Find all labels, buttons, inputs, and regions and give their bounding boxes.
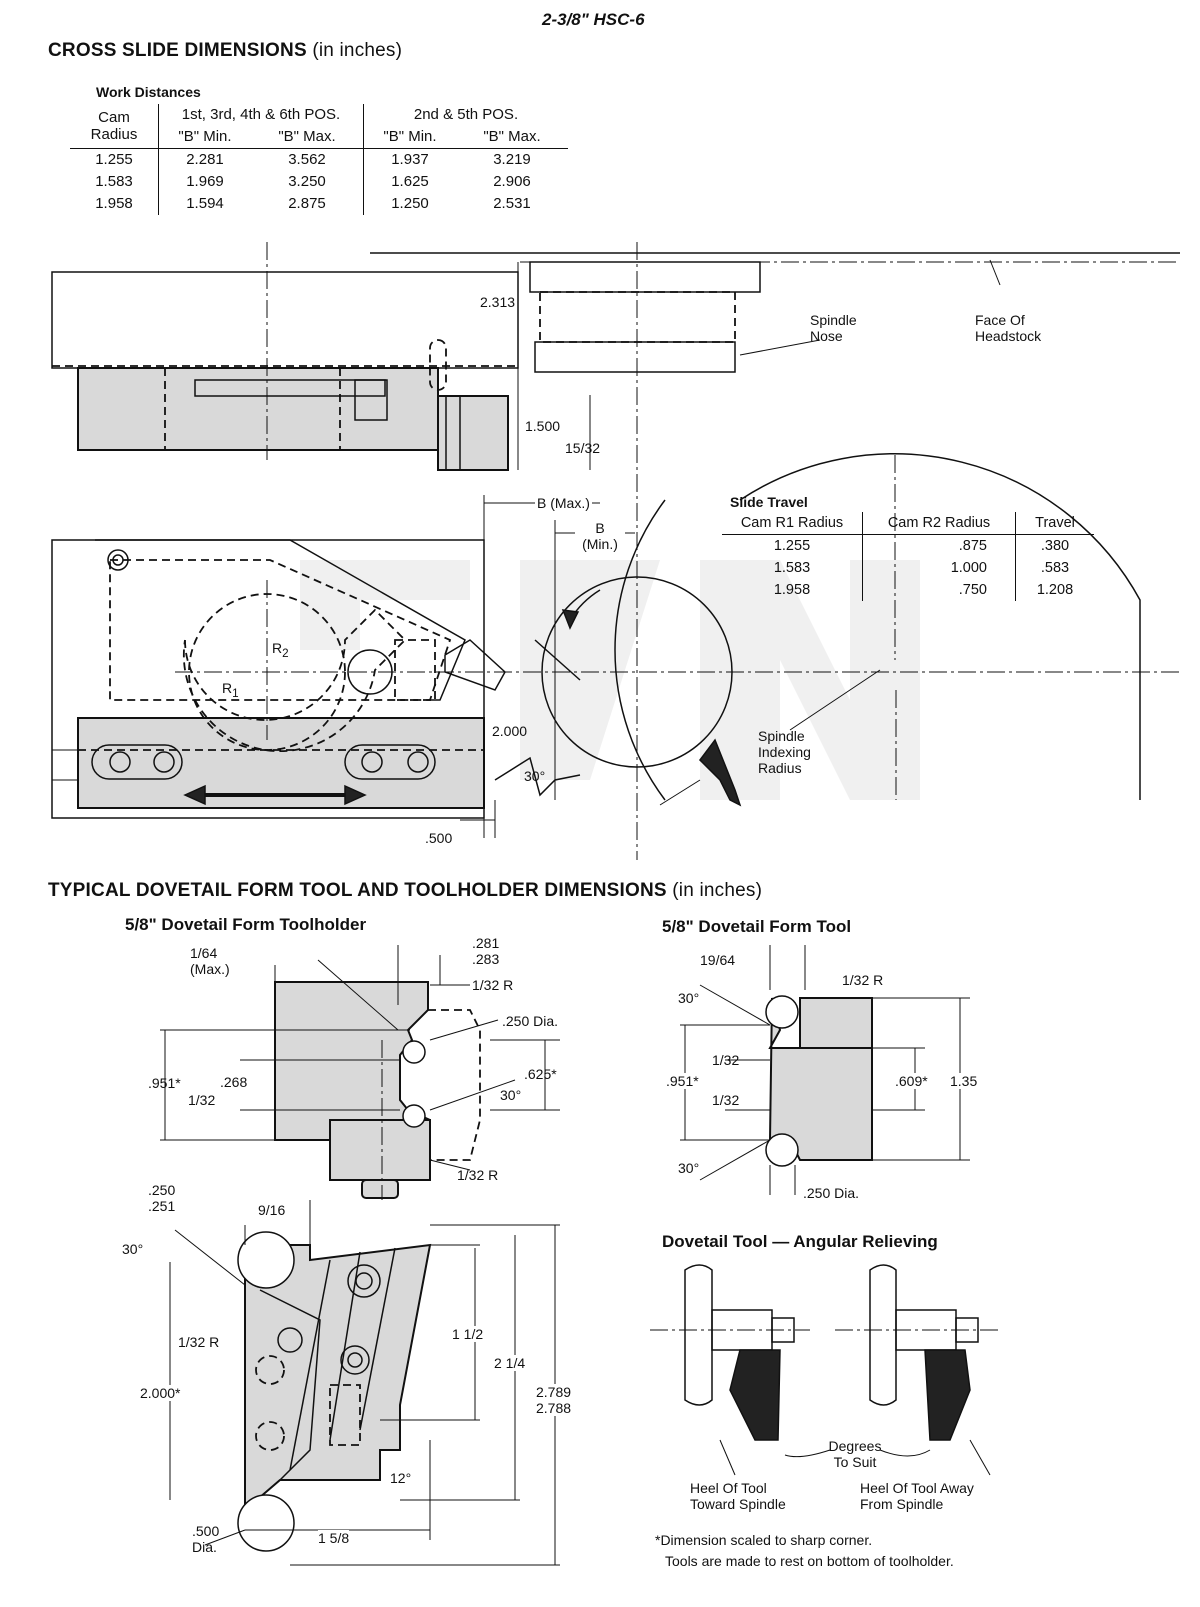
toolholder-title: 5/8" Dovetail Form Toolholder <box>125 915 367 934</box>
form-951-label: .951* <box>666 1073 699 1089</box>
form-1-35-label: 1.35 <box>950 1073 978 1089</box>
form-250-dia-label: .250 Dia. <box>803 1185 860 1201</box>
tool-268-label: .268 <box>220 1074 248 1090</box>
form-1-32-bottom-label: 1/32 <box>712 1092 740 1108</box>
table-row: 1.255 2.281 3.562 1.937 3.219 <box>70 148 568 171</box>
bmax-header: "B" Max. <box>456 126 568 149</box>
page-title: 2-3/8" HSC-6 <box>542 10 645 29</box>
tool-951-label: .951* <box>148 1075 181 1091</box>
angular-relieving-title: Dovetail Tool — Angular Relieving <box>662 1232 938 1251</box>
group2-header: 2nd & 5th POS. <box>363 104 568 126</box>
form-30-deg-bottom-label: 30° <box>678 1160 700 1176</box>
table-row: 1.958 .750 1.208 <box>722 579 1094 601</box>
tool-1-64-label: 1/64(Max.) <box>190 945 230 977</box>
side-2-1-4-label: 2 1/4 <box>494 1355 526 1371</box>
work-distances-title: Work Distances <box>96 84 201 100</box>
dim-500: .500 <box>425 830 453 846</box>
footnote-1: *Dimension scaled to sharp corner. <box>655 1532 873 1548</box>
footnote-2: Tools are made to rest on bottom of tool… <box>665 1553 954 1569</box>
side-9-16-label: 9/16 <box>258 1202 286 1218</box>
table-row: 1.583 1.000 .583 <box>722 557 1094 579</box>
form-609-label: .609* <box>895 1073 928 1089</box>
table-row: 1.583 1.969 3.250 1.625 2.906 <box>70 171 568 193</box>
form-1-32r-label: 1/32 R <box>842 972 884 988</box>
bmin-header: "B" Min. <box>363 126 456 149</box>
dim-1500: 1.500 <box>525 418 561 434</box>
form-30-deg-top-label: 30° <box>678 990 700 1006</box>
tool-30-deg-label: 30° <box>500 1087 522 1103</box>
form-tool-title: 5/8" Dovetail Form Tool <box>662 917 852 936</box>
cross-slide-title: CROSS SLIDE DIMENSIONS (in inches) <box>48 40 403 61</box>
form-1-32-top-label: 1/32 <box>712 1052 740 1068</box>
r1-label: R1 <box>222 680 239 700</box>
dim-15-32: 15/32 <box>565 440 601 456</box>
slide-travel-table: Cam R1 Radius Cam R2 Radius Travel 1.255… <box>722 512 1094 601</box>
side-250-251-label: .250.251 <box>148 1182 176 1214</box>
group1-header: 1st, 3rd, 4th & 6th POS. <box>158 104 364 126</box>
form-19-64-label: 19/64 <box>700 952 736 968</box>
tool-1-32r-bottom-label: 1/32 R <box>457 1167 499 1183</box>
slide-travel-block: Slide Travel Cam R1 Radius Cam R2 Radius… <box>722 494 1094 601</box>
table-row: 1.255 .875 .380 <box>722 534 1094 557</box>
side-1-1-2-label: 1 1/2 <box>452 1326 484 1342</box>
bmax-header: "B" Max. <box>251 126 364 149</box>
r2-label: R2 <box>272 640 289 660</box>
side-12-deg-label: 12° <box>390 1470 412 1486</box>
tool-1-32r-label: 1/32 R <box>472 977 514 993</box>
side-2000-label: 2.000* <box>140 1385 181 1401</box>
dim-2000: 2.000 <box>492 723 528 739</box>
b-min-label: B(Min.) <box>575 520 625 552</box>
tool-250-dia-label: .250 Dia. <box>502 1013 559 1029</box>
bmin-header: "B" Min. <box>158 126 251 149</box>
table-row: 1.958 1.594 2.875 1.250 2.531 <box>70 193 568 215</box>
side-30-deg-label: 30° <box>122 1241 144 1257</box>
tool-1-32-label: 1/32 <box>188 1092 216 1108</box>
side-1-5-8-label: 1 5/8 <box>318 1530 350 1546</box>
tool-625-label: .625* <box>524 1066 557 1082</box>
dim-30-deg: 30° <box>524 768 546 784</box>
tool-281-283-label: .281.283 <box>472 935 500 967</box>
slide-travel-title: Slide Travel <box>730 494 808 510</box>
side-1-32r-label: 1/32 R <box>178 1334 220 1350</box>
dim-2313: 2.313 <box>480 294 516 310</box>
b-max-label: B (Max.) <box>535 495 592 511</box>
dovetail-title: TYPICAL DOVETAIL FORM TOOL AND TOOLHOLDE… <box>48 880 763 901</box>
